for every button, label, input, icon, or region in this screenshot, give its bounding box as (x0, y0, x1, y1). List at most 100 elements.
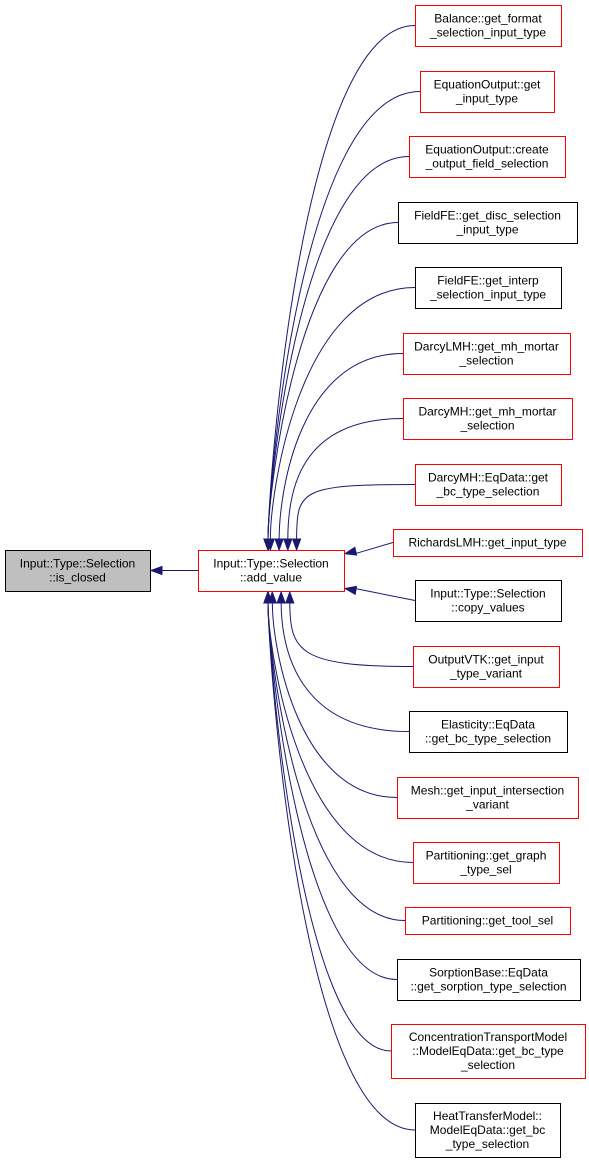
node-caller-9-box (415, 580, 562, 622)
node-caller-16[interactable]: ConcentrationTransportModel::ModelEqData… (391, 1024, 586, 1079)
node-caller-16-label-line: ConcentrationTransportModel (409, 1030, 567, 1044)
node-caller-11-label-line: Elasticity::EqData (441, 718, 535, 732)
edge-caller-9 (354, 588, 416, 601)
edge-caller-8 (354, 542, 394, 555)
edge-caller-10 (289, 601, 414, 667)
edge-caller-7 (296, 484, 416, 541)
node-caller-0-box (415, 5, 562, 47)
node-caller-16-label-line: _selection (460, 1058, 515, 1072)
node-caller-11[interactable]: Elasticity::EqData::get_bc_type_selectio… (409, 711, 568, 753)
node-caller-8-label-line: RichardsLMH::get_input_type (408, 536, 566, 550)
node-caller-9-label-line: ::copy_values (451, 601, 524, 615)
node-caller-1-label-line: EquationOutput::get (434, 78, 541, 92)
node-caller-2[interactable]: EquationOutput::create_output_field_sele… (409, 136, 566, 178)
node-caller-4-label-line: FieldFE::get_interp (437, 274, 539, 288)
node-is-closed-label-line: Input::Type::Selection (20, 557, 135, 571)
edge-caller-4-arrowhead (265, 538, 276, 552)
node-caller-13-label-line: Partitioning::get_graph (426, 849, 547, 863)
edge-caller-5-arrowhead (274, 538, 284, 552)
edge-caller-8-arrowhead (343, 546, 358, 556)
node-caller-2-label-line: _output_field_selection (425, 157, 549, 171)
edge-caller-15 (267, 601, 398, 980)
node-caller-2-label-line: EquationOutput::create (425, 143, 549, 157)
node-caller-16-label-line: ::ModelEqData::get_bc_type (412, 1044, 564, 1058)
edge-caller-16 (267, 601, 392, 1052)
node-caller-10-label-line: OutputVTK::get_input (428, 653, 544, 667)
node-caller-12[interactable]: Mesh::get_input_intersection_variant (397, 777, 579, 819)
node-is-closed-label-line: ::is_closed (49, 571, 106, 585)
node-caller-1-label-line: _input_type (455, 92, 518, 106)
node-caller-4[interactable]: FieldFE::get_interp_selection_input_type (415, 267, 562, 309)
node-caller-7-label-line: DarcyMH::EqData::get (428, 471, 549, 485)
node-caller-14-label-line: Partitioning::get_tool_sel (422, 914, 553, 928)
edge-caller-11-arrowhead (276, 590, 286, 604)
node-caller-17-label-line: ModelEqData::get_bc (430, 1123, 545, 1137)
node-caller-12-label-line: Mesh::get_input_intersection (411, 784, 564, 798)
node-caller-12-label-line: _variant (465, 798, 509, 812)
node-caller-11-label-line: ::get_bc_type_selection (425, 732, 551, 746)
node-caller-9-label-line: Input::Type::Selection (430, 587, 545, 601)
node-caller-15-label-line: SorptionBase::EqData (429, 966, 548, 980)
node-caller-16-box (391, 1024, 586, 1079)
node-caller-13-box (413, 842, 560, 884)
node-caller-15-box (397, 959, 581, 1001)
node-caller-9[interactable]: Input::Type::Selection::copy_values (415, 580, 562, 622)
edge-caller-7-arrowhead (291, 538, 302, 552)
edge-add-value-to-is-closed-arrowhead (149, 565, 163, 576)
edge-caller-9-arrowhead (343, 585, 358, 596)
node-caller-0-label-line: _selection_input_type (429, 26, 546, 40)
node-caller-10-box (413, 646, 560, 688)
node-caller-14[interactable]: Partitioning::get_tool_sel (405, 907, 571, 935)
node-add-value[interactable]: Input::Type::Selection::add_value (198, 550, 345, 592)
node-caller-5-label-line: DarcyLMH::get_mh_mortar (414, 340, 559, 354)
node-caller-5[interactable]: DarcyLMH::get_mh_mortar_selection (403, 333, 571, 375)
node-is-closed[interactable]: Input::Type::Selection::is_closed (5, 550, 151, 592)
node-caller-6[interactable]: DarcyMH::get_mh_mortar_selection (403, 398, 573, 440)
edge-caller-17-arrowhead (263, 590, 273, 604)
edge-caller-4 (269, 287, 416, 541)
node-caller-11-box (409, 711, 568, 753)
node-caller-8-box (393, 529, 583, 557)
node-caller-3-box (398, 202, 578, 244)
node-caller-17-label-line: _type_selection (445, 1137, 529, 1151)
edge-caller-5 (278, 353, 404, 541)
edge-caller-6-arrowhead (283, 538, 293, 552)
node-is-closed-box (5, 550, 151, 592)
node-caller-12-box (397, 777, 579, 819)
edge-caller-3 (267, 222, 399, 541)
edge-caller-6 (287, 418, 404, 541)
node-add-value-label-line: ::add_value (240, 571, 302, 585)
node-caller-13[interactable]: Partitioning::get_graph_type_sel (413, 842, 560, 884)
node-caller-3[interactable]: FieldFE::get_disc_selection_input_type (398, 202, 578, 244)
edge-caller-12 (271, 601, 398, 798)
node-caller-10[interactable]: OutputVTK::get_input_type_variant (413, 646, 560, 688)
node-caller-8[interactable]: RichardsLMH::get_input_type (393, 529, 583, 557)
node-caller-17[interactable]: HeatTransferModel::ModelEqData::get_bc_t… (415, 1103, 561, 1158)
node-caller-17-box (415, 1103, 561, 1158)
node-caller-5-label-line: _selection (458, 354, 513, 368)
node-caller-7-label-line: _bc_type_selection (436, 485, 540, 499)
node-caller-2-box (409, 136, 566, 178)
node-caller-17-label-line: HeatTransferModel:: (433, 1109, 542, 1123)
node-caller-4-label-line: _selection_input_type (429, 288, 546, 302)
node-caller-7[interactable]: DarcyMH::EqData::get_bc_type_selection (415, 464, 562, 506)
edge-caller-14 (267, 601, 406, 921)
node-add-value-label-line: Input::Type::Selection (213, 557, 328, 571)
node-caller-3-label-line: _input_type (455, 223, 518, 237)
edges-layer (149, 25, 421, 1131)
node-caller-1[interactable]: EquationOutput::get_input_type (420, 71, 555, 113)
node-caller-10-label-line: _type_variant (449, 667, 523, 681)
edge-caller-11 (280, 601, 410, 732)
node-caller-1-box (420, 71, 555, 113)
node-caller-15-label-line: ::get_sorption_type_selection (410, 980, 566, 994)
node-caller-7-box (415, 464, 562, 506)
node-caller-0[interactable]: Balance::get_format_selection_input_type (415, 5, 562, 47)
node-caller-14-box (405, 907, 571, 935)
node-caller-6-box (403, 398, 573, 440)
node-caller-6-label-line: DarcyMH::get_mh_mortar (418, 405, 556, 419)
node-caller-5-box (403, 333, 571, 375)
edge-caller-1 (267, 91, 421, 541)
node-caller-0-label-line: Balance::get_format (434, 12, 542, 26)
node-caller-15[interactable]: SorptionBase::EqData::get_sorption_type_… (397, 959, 581, 1001)
